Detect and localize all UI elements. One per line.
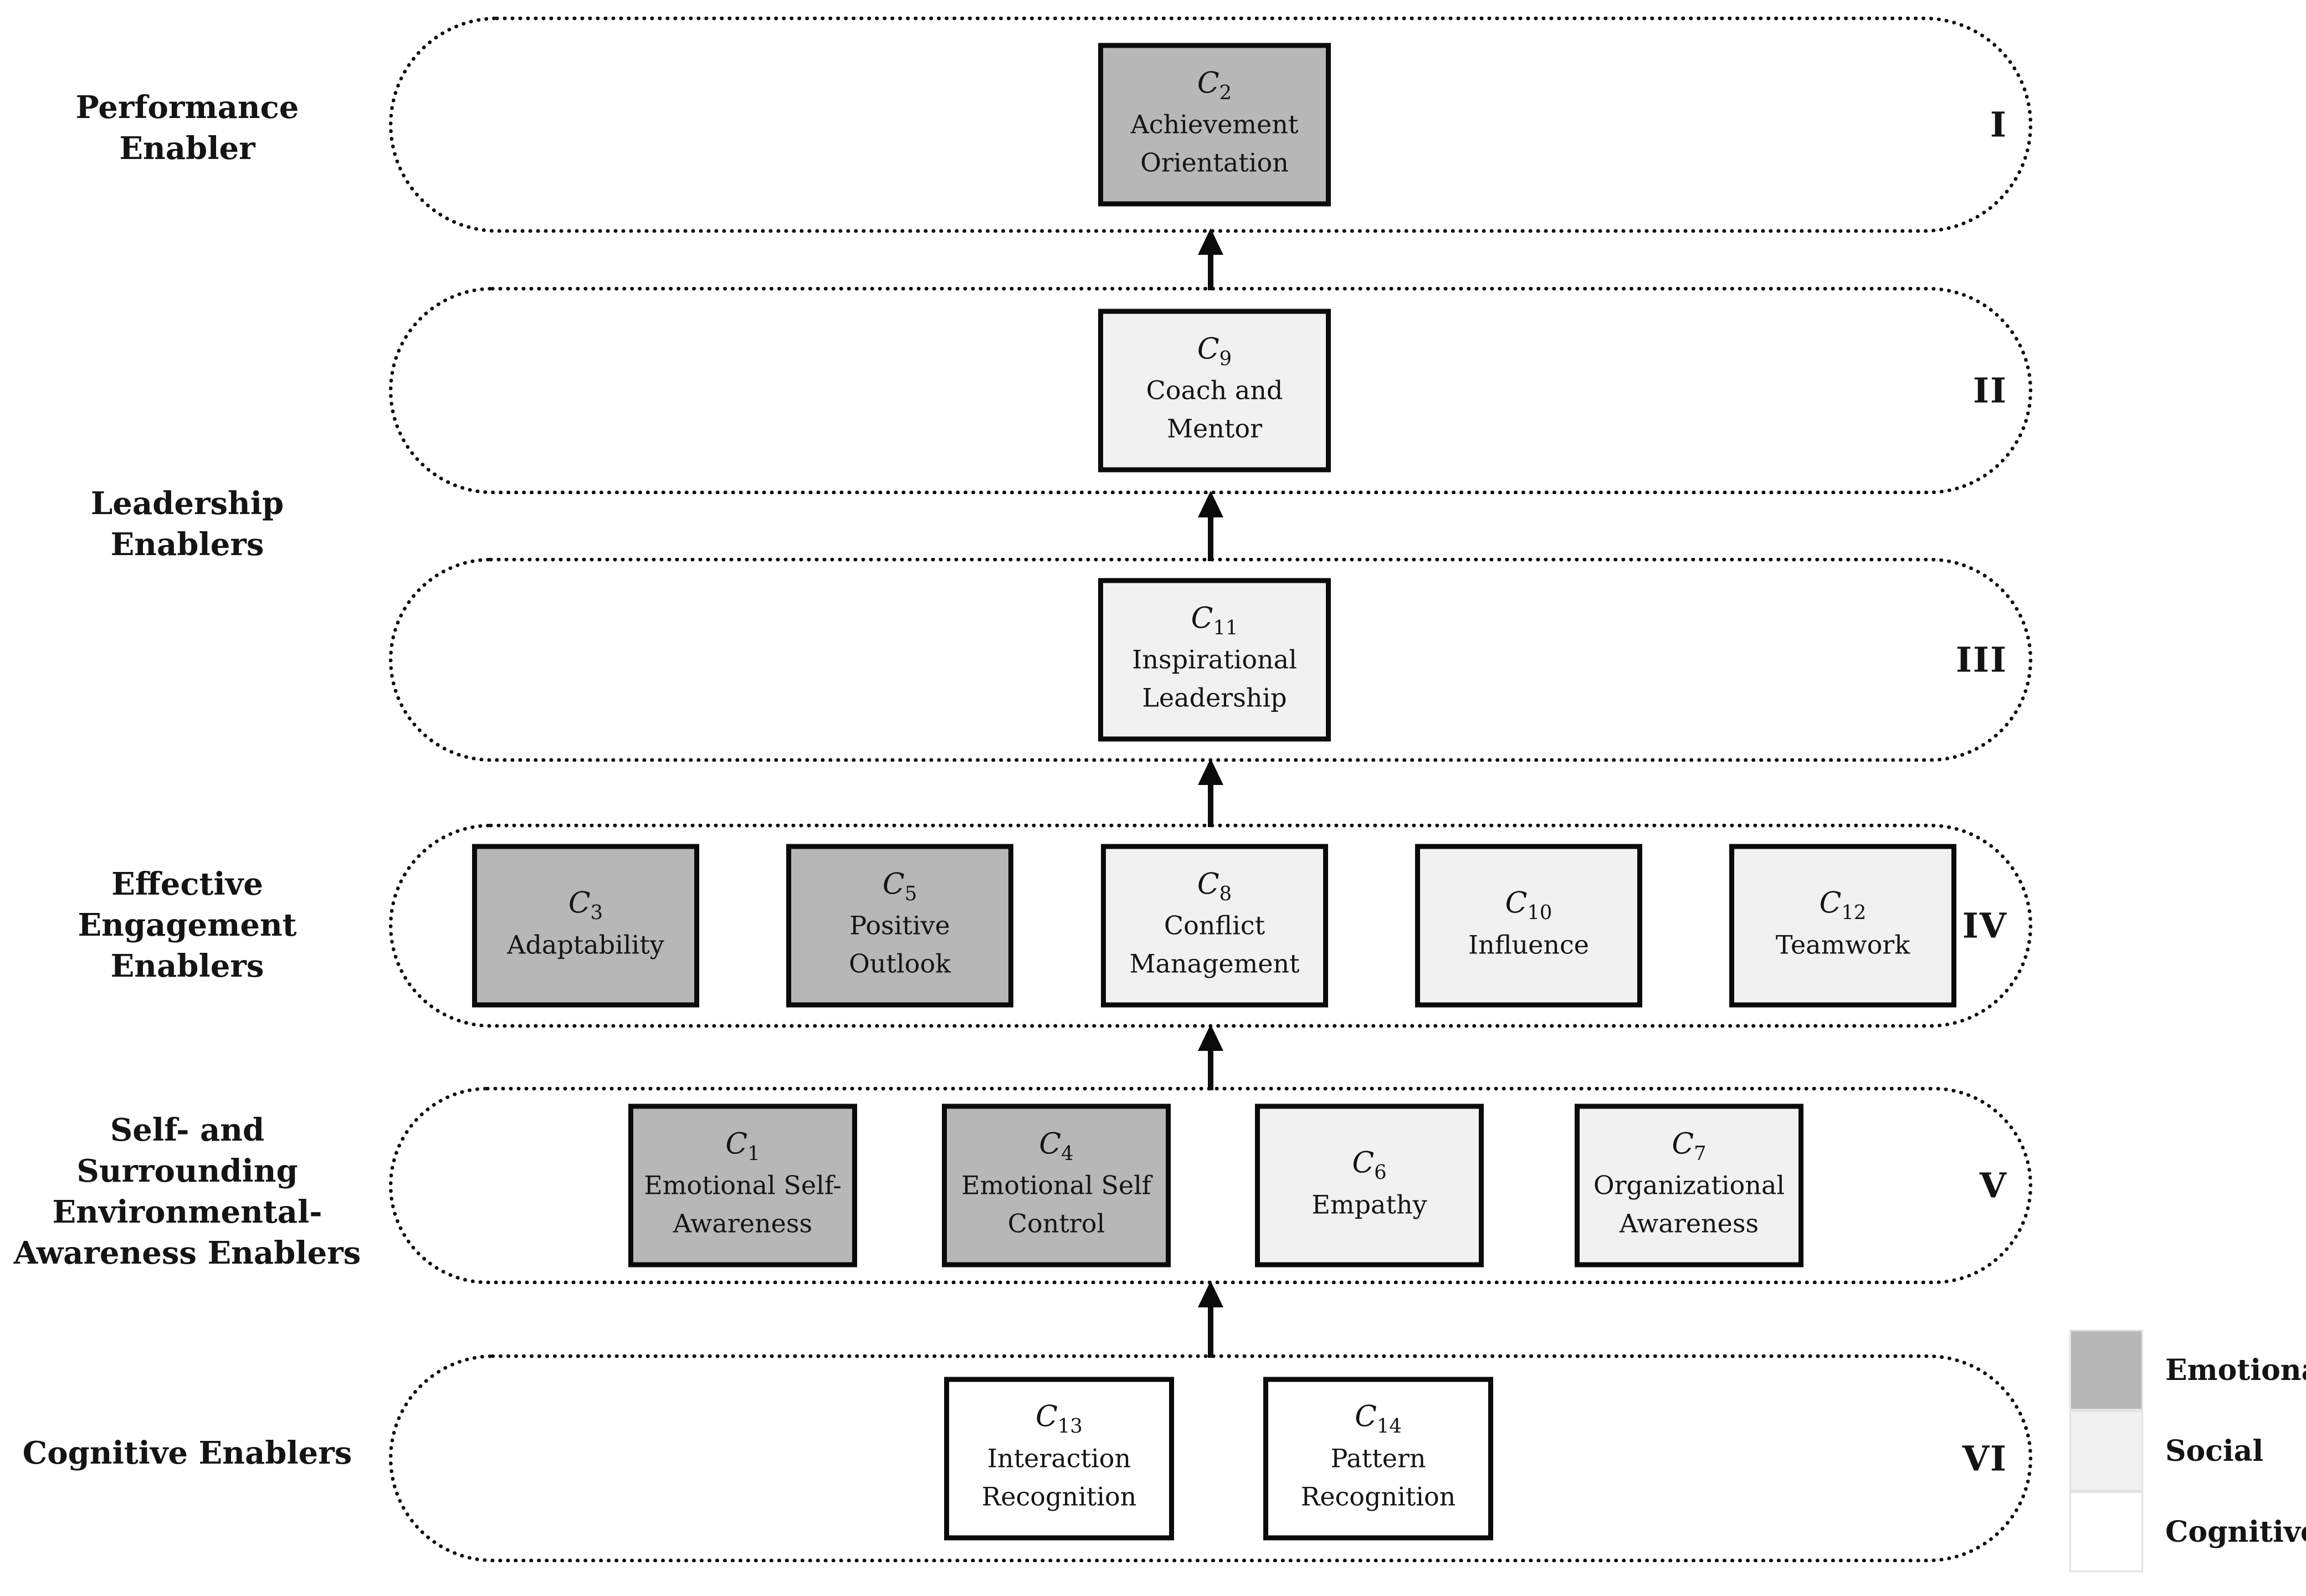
competency-code: C5 (882, 868, 918, 905)
arrow-head (1198, 1024, 1223, 1051)
competency-box-c11: C11 Inspirational Leadership (1098, 578, 1331, 742)
level-VI-numeral: VI (1962, 1438, 2007, 1479)
competency-label: Conflict Management (1129, 910, 1300, 979)
competency-box-c8: C8 Conflict Management (1101, 844, 1328, 1008)
competency-label: Inspirational Leadership (1132, 644, 1297, 713)
level-II-container: II C9 Coach and Mentor (389, 287, 2032, 494)
competency-box-c5: C5 Positive Outlook (786, 844, 1013, 1008)
arrow-stem (1208, 1051, 1213, 1090)
competency-code: C3 (568, 886, 603, 924)
level-I-container: I C2 Achievement Orientation (389, 17, 2032, 233)
competency-box-c7: C7 Organizational Awareness (1575, 1104, 1803, 1267)
competency-code: C9 (1197, 332, 1232, 370)
legend-label: Emotional (2165, 1353, 2306, 1387)
legend-label: Cognitive (2165, 1515, 2306, 1549)
arrow-stem (1208, 1307, 1213, 1358)
competency-box-c2: C2 Achievement Orientation (1098, 43, 1331, 207)
legend-item-cognitive: Cognitive (2069, 1491, 2306, 1572)
competency-label: Teamwork (1775, 930, 1910, 960)
competency-box-c14: C14 Pattern Recognition (1263, 1377, 1493, 1540)
competency-box-c9: C9 Coach and Mentor (1098, 309, 1331, 473)
competency-box-c13: C13 Interaction Recognition (944, 1377, 1174, 1540)
arrow-head (1198, 491, 1223, 517)
legend-label: Social (2165, 1434, 2264, 1468)
row-label-self-surrounding-awareness-enablers: Self- and Surrounding Environmental- Awa… (13, 1112, 361, 1271)
arrow-stem (1208, 517, 1213, 561)
legend-item-emotional: Emotional (2069, 1330, 2306, 1410)
competency-box-c3: C3 Adaptability (472, 844, 699, 1008)
competency-box-c12: C12 Teamwork (1729, 844, 1956, 1008)
row-label-cognitive-enablers: Cognitive Enablers (22, 1435, 352, 1472)
row-label-leadership-enablers: Leadership Enablers (90, 485, 284, 563)
competency-box-c10: C10 Influence (1415, 844, 1642, 1008)
level-III-numeral: III (1955, 639, 2007, 680)
legend-swatch-social (2069, 1410, 2143, 1491)
level-III-container: III C11 Inspirational Leadership (389, 558, 2032, 762)
competency-label: Interaction Recognition (981, 1443, 1137, 1512)
competency-label: Influence (1468, 930, 1589, 960)
competency-code: C2 (1197, 66, 1232, 104)
up-arrow-icon (1195, 491, 1226, 561)
competency-label: Organizational Awareness (1593, 1170, 1785, 1239)
arrow-head (1198, 228, 1223, 255)
competency-box-c4: C4 Emotional Self Control (942, 1104, 1171, 1267)
arrow-stem (1208, 785, 1213, 827)
competency-label: Coach and Mentor (1146, 375, 1283, 444)
arrow-stem (1208, 255, 1213, 290)
competency-label: Pattern Recognition (1300, 1443, 1456, 1512)
competency-code: C8 (1197, 868, 1232, 905)
competency-code: C10 (1505, 886, 1552, 924)
level-II-numeral: II (1972, 370, 2007, 411)
level-V-numeral: V (1979, 1165, 2007, 1206)
competency-code: C11 (1191, 602, 1238, 639)
up-arrow-icon (1195, 228, 1226, 290)
level-VI-container: VI C13 Interaction Recognition C14 Patte… (389, 1354, 2032, 1562)
up-arrow-icon (1195, 1024, 1226, 1090)
competency-label: Empathy (1311, 1189, 1427, 1220)
competency-label: Positive Outlook (849, 910, 951, 979)
competency-code: C13 (1036, 1400, 1083, 1438)
legend-item-social: Social (2069, 1410, 2306, 1491)
competency-code: C4 (1039, 1127, 1074, 1165)
level-V-container: V C1 Emotional Self-Awareness C4 Emotion… (389, 1087, 2032, 1284)
level-I-numeral: I (1990, 104, 2007, 145)
legend-swatch-emotional (2069, 1330, 2143, 1410)
competency-code: C12 (1819, 886, 1867, 924)
competency-label: Adaptability (507, 930, 664, 960)
row-label-effective-engagement-enablers: Effective Engagement Enablers (78, 866, 297, 984)
level-IV-container: IV C3 Adaptability C5 Positive Outlook C… (389, 824, 2032, 1028)
competency-label: Emotional Self Control (961, 1170, 1151, 1239)
legend: Emotional Social Cognitive (2069, 1330, 2306, 1572)
up-arrow-icon (1195, 758, 1226, 827)
competency-label: Emotional Self-Awareness (644, 1170, 842, 1239)
row-label-performance-enabler: Performance Enabler (75, 89, 299, 167)
competency-code: C7 (1672, 1127, 1707, 1165)
competency-code: C14 (1355, 1400, 1402, 1438)
competency-box-c1: C1 Emotional Self-Awareness (628, 1104, 857, 1267)
competency-code: C6 (1352, 1146, 1387, 1184)
competency-code: C1 (725, 1127, 760, 1165)
competency-box-c6: C6 Empathy (1255, 1104, 1484, 1267)
up-arrow-icon (1195, 1281, 1226, 1358)
arrow-head (1198, 758, 1223, 785)
competency-label: Achievement Orientation (1130, 109, 1299, 178)
legend-swatch-cognitive (2069, 1491, 2143, 1572)
level-IV-numeral: IV (1962, 905, 2007, 946)
arrow-head (1198, 1281, 1223, 1307)
